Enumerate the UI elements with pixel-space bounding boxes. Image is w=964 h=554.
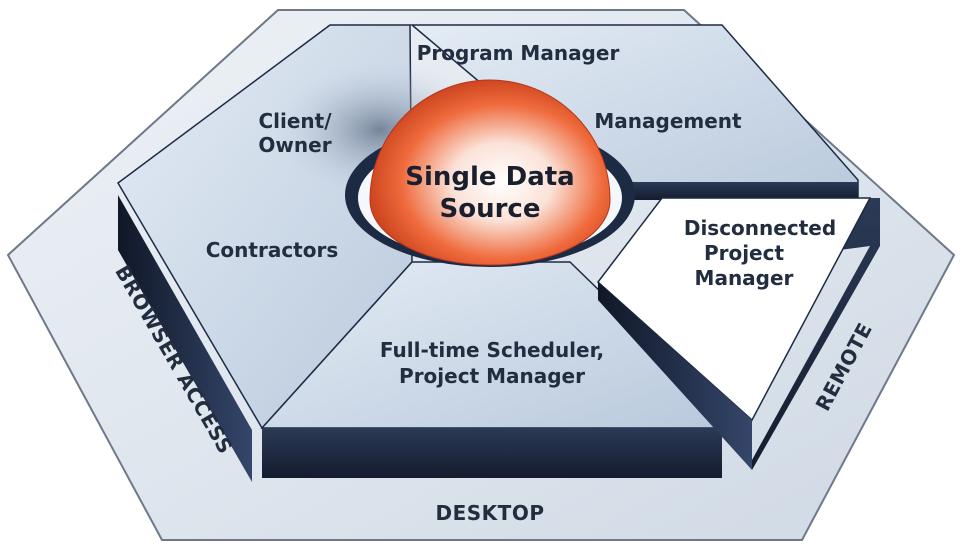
disconnected-label-line3: Manager [695,266,794,290]
disconnected-label-line1: Disconnected [684,216,836,240]
bottom-segment [260,261,723,478]
contractors-label: Contractors [206,238,339,262]
core-label-line1: Single Data [405,162,574,192]
management-label: Management [594,109,742,133]
desktop-label: DESKTOP [436,501,545,525]
core-label-line2: Source [440,194,541,224]
client-owner-label-line1: Client/ [258,109,332,133]
scheduler-label-line1: Full-time Scheduler, [380,338,604,362]
program-manager-label: Program Manager [417,41,620,65]
disconnected-label-line2: Project [704,241,785,265]
right-segment [596,197,880,470]
data-source-sphere [369,79,611,266]
scheduler-label-line2: Project Manager [399,364,585,388]
client-owner-label-line2: Owner [258,133,331,157]
top-right-segment [409,24,859,200]
